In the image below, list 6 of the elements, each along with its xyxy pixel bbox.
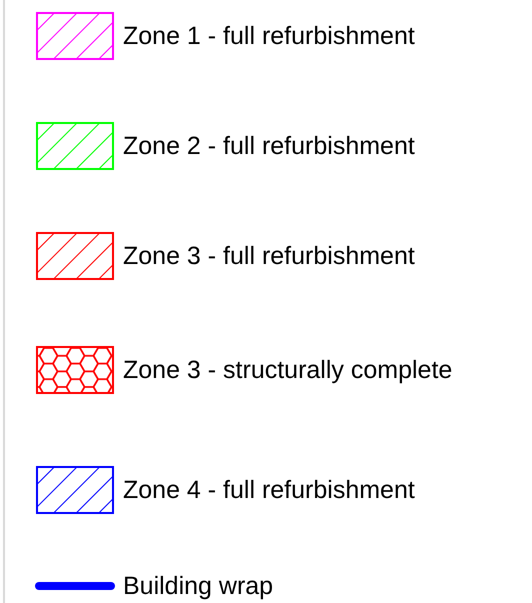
legend-text: Zone 3 - full refurbishment bbox=[123, 241, 415, 271]
legend-text: Building wrap bbox=[123, 571, 274, 601]
legend-text: Zone 4 - full refurbishment bbox=[123, 475, 415, 505]
legend-text: Zone 3 - structurally complete bbox=[123, 355, 452, 385]
legend-text: Zone 2 - full refurbishment bbox=[123, 131, 415, 161]
legend-text: Zone 1 - full refurbishment bbox=[123, 21, 415, 51]
